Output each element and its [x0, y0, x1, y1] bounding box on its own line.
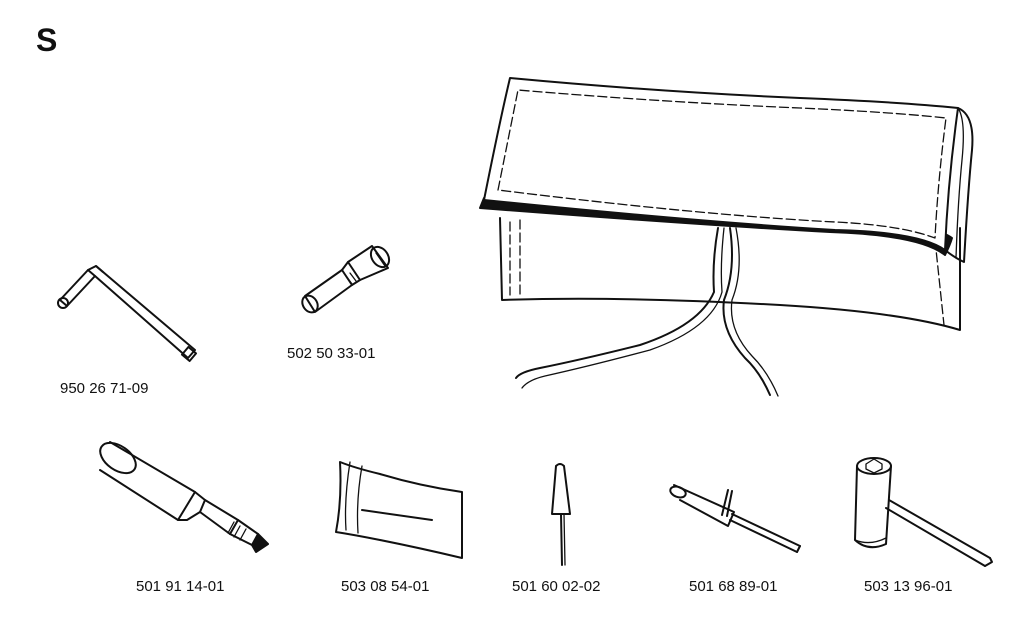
- part-number-screwdriver: 501 60 02-02: [512, 578, 601, 595]
- spark-plug-adapter-illustration: [301, 245, 391, 314]
- part-number-piston-stop: 501 91 14-01: [136, 578, 225, 595]
- screwdriver-illustration: [551, 463, 571, 566]
- section-letter: S: [36, 22, 58, 58]
- hex-key-illustration: [57, 265, 198, 363]
- piston-stop-illustration: [99, 441, 269, 553]
- tool-bag-illustration: [479, 77, 974, 397]
- part-number-instruction-pouch: 503 08 54-01: [341, 578, 430, 595]
- t-wrench-illustration: [669, 484, 801, 553]
- part-number-hex-key: 950 26 71-09: [60, 380, 149, 397]
- part-number-spark-plug-adapter: 502 50 33-01: [287, 345, 376, 362]
- part-number-t-wrench: 501 68 89-01: [689, 578, 778, 595]
- part-number-combination-spanner: 503 13 96-01: [864, 578, 953, 595]
- instruction-pouch-illustration: [335, 461, 463, 559]
- combination-spanner-illustration: [854, 457, 993, 567]
